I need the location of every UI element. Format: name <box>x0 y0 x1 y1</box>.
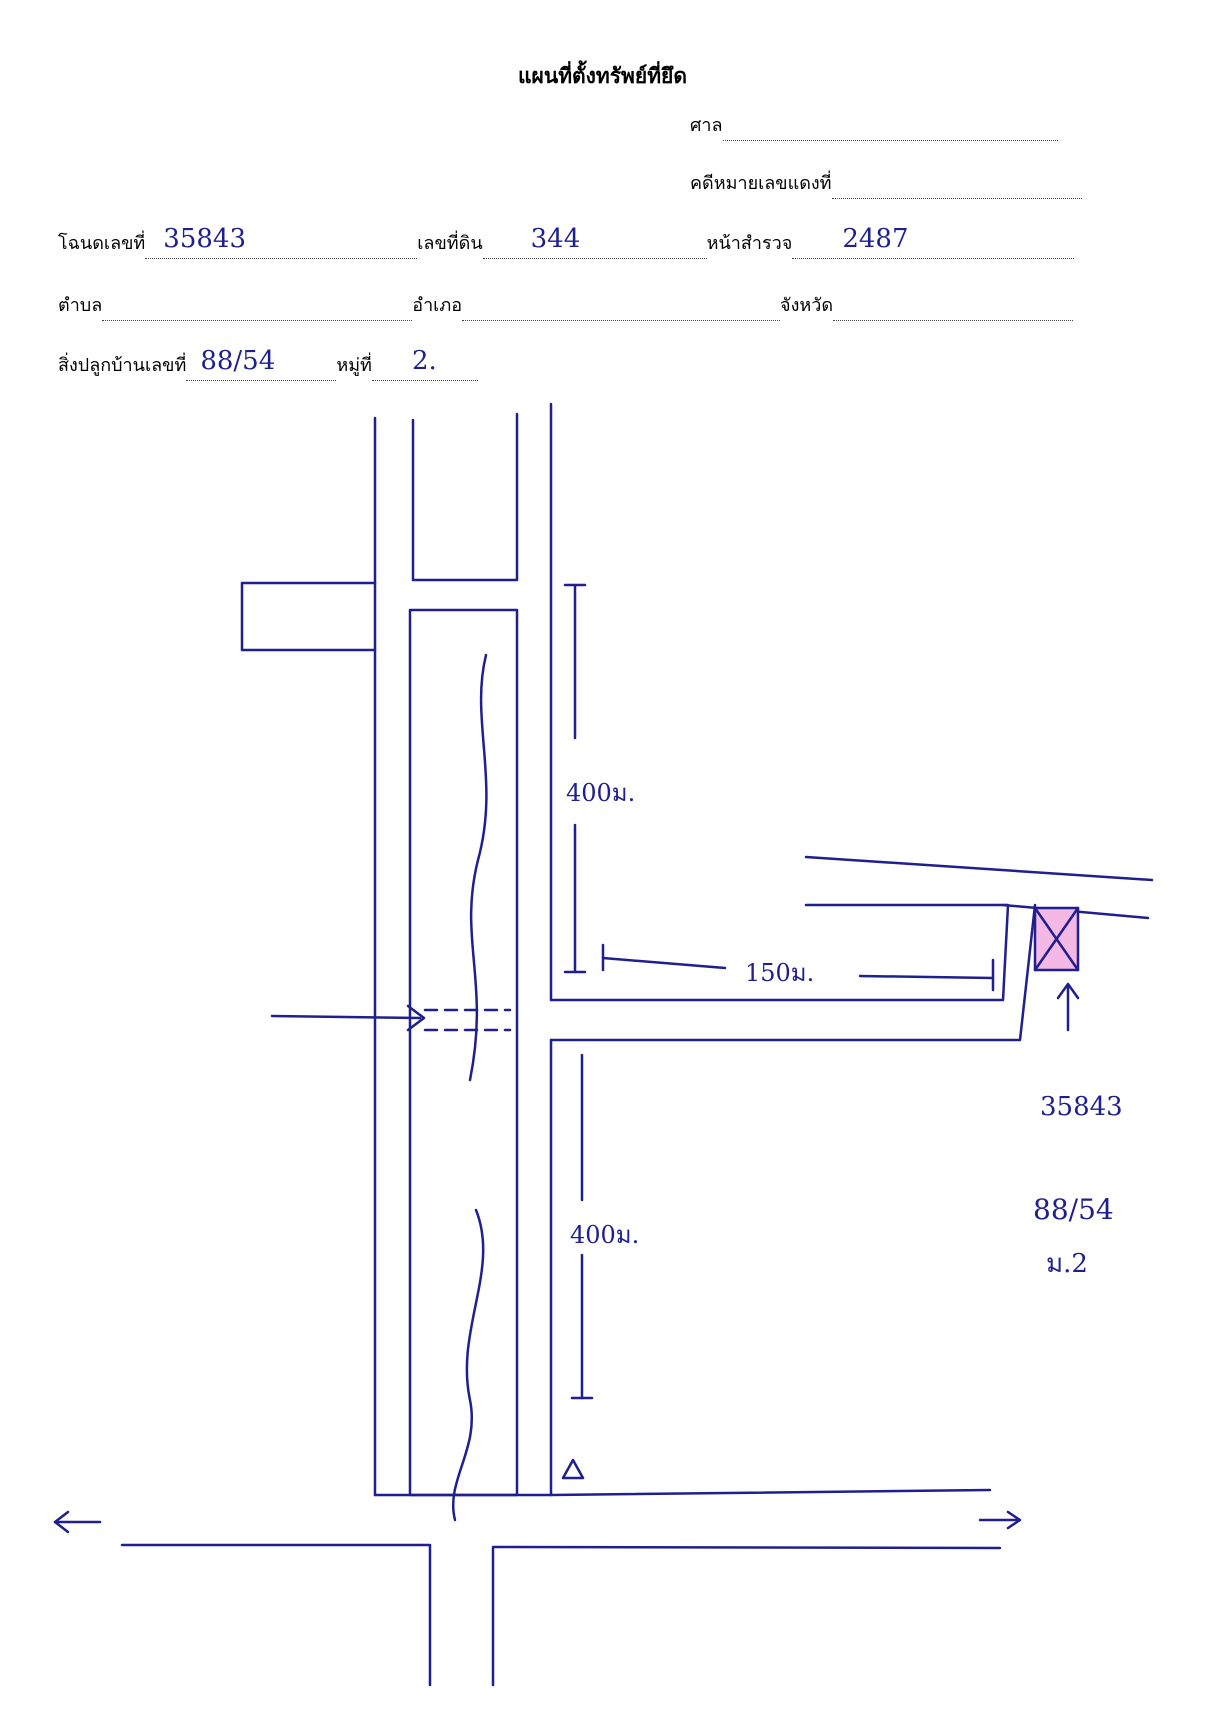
province-label: จังหวัด <box>780 295 834 316</box>
house-field: 88/54 <box>186 346 337 381</box>
junction-marker <box>561 1458 585 1480</box>
district-label: อำเภอ <box>412 295 463 316</box>
crossing-arrow <box>270 1014 422 1020</box>
house-value: 88/54 <box>200 346 276 376</box>
district-field <box>462 294 781 321</box>
deed-row: โฉนดเลขที่ 35843 เลขที่ดิน 344 หน้าสำรวจ… <box>58 224 1075 259</box>
survey-value: 2487 <box>842 224 909 254</box>
property-arrowhead <box>1056 982 1080 1000</box>
moo-value: 2. <box>411 346 437 376</box>
village-road-south-edge <box>549 903 1037 1042</box>
distance-north-label: 400ม. <box>566 779 636 807</box>
court-row: ศาล <box>690 110 1058 141</box>
subdistrict-field <box>102 294 413 321</box>
case-label: คดีหมายเลขแดงที่ <box>690 173 832 194</box>
distance-east-label: 150ม. <box>745 959 815 987</box>
property-moo: ม.2 <box>1046 1249 1088 1279</box>
median-upper <box>411 412 519 582</box>
land-no-value: 344 <box>530 224 581 254</box>
canal-strip <box>408 608 519 1497</box>
canal-line-lower <box>452 1208 485 1522</box>
court-field <box>722 114 1058 141</box>
main-road-north-edge-east <box>549 1488 992 1497</box>
back-road-1 <box>804 855 1154 882</box>
dim-east-right <box>858 974 995 980</box>
temple-block <box>240 581 377 652</box>
deed-label: โฉนดเลขที่ <box>58 233 146 254</box>
moo-label: หมู่ที่ <box>336 355 372 376</box>
property-deed-number: 35843 <box>1040 1092 1123 1122</box>
case-row: คดีหมายเลขแดงที่ <box>690 168 1082 199</box>
house-row: สิ่งปลูกบ้านเลขที่ 88/54 หมู่ที่ 2. <box>58 346 478 381</box>
survey-field: 2487 <box>792 224 1075 259</box>
land-no-field: 344 <box>482 224 707 259</box>
canal-line-upper <box>468 653 488 1082</box>
deed-field: 35843 <box>145 224 418 259</box>
house-label: สิ่งปลูกบ้านเลขที่ <box>58 355 187 376</box>
main-road-south-edge-east <box>491 1545 1002 1687</box>
main-road-south-edge-west <box>120 1543 432 1687</box>
document-title: แผนที่ตั้งทรัพย์ที่ยึด <box>518 64 687 88</box>
dim-east-left <box>601 956 727 970</box>
court-label: ศาล <box>690 115 723 136</box>
distance-south-label: 400ม. <box>570 1221 640 1249</box>
west-arrowhead <box>53 1510 70 1534</box>
province-field <box>833 294 1074 321</box>
survey-label: หน้าสำรวจ <box>706 233 793 254</box>
case-field <box>831 172 1082 199</box>
location-row: ตำบล อำเภอ จังหวัด <box>58 290 1074 321</box>
property-cross-2 <box>1033 906 1080 972</box>
deed-value: 35843 <box>163 224 246 254</box>
subdistrict-label: ตำบล <box>58 295 103 316</box>
land-no-label: เลขที่ดิน <box>417 233 483 254</box>
crossing-arrowhead <box>406 1004 426 1032</box>
east-arrowhead <box>1006 1510 1022 1530</box>
property-house-number: 88/54 <box>1033 1193 1114 1226</box>
village-road-north-edge <box>549 903 1010 1002</box>
moo-field: 2. <box>371 346 478 381</box>
